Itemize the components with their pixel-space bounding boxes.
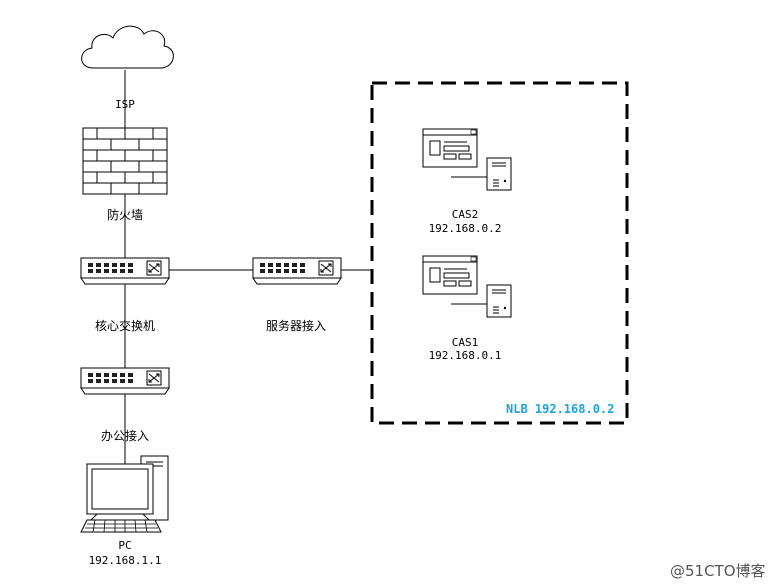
pc-ip: 192.168.1.1 [89, 554, 162, 567]
cas1-ip: 192.168.0.1 [429, 349, 502, 362]
firewall-icon [82, 127, 168, 195]
isp-label: ISP [115, 98, 135, 111]
core-switch-label: 核心交换机 [95, 318, 155, 333]
cas2-ip: 192.168.0.2 [429, 222, 502, 235]
server-access-label: 服务器接入 [266, 318, 326, 333]
cas1-label: CAS1 [452, 336, 479, 349]
watermark: @51CTO博客 [670, 562, 766, 580]
firewall-label: 防火墙 [107, 207, 143, 222]
cas2-label: CAS2 [452, 208, 479, 221]
office-access-label: 办公接入 [101, 428, 149, 443]
pc-label: PC [118, 539, 131, 552]
nlb-cluster-box [370, 81, 629, 425]
server-access-switch-icon [252, 257, 342, 285]
cas2-server-icon [422, 128, 512, 191]
cas1-server-icon [422, 255, 512, 318]
cloud-icon [81, 25, 174, 69]
pc-icon [80, 455, 169, 533]
nlb-label: NLB 192.168.0.2 [506, 402, 614, 416]
office-access-switch-icon [80, 367, 170, 395]
core-switch-icon [80, 257, 170, 285]
